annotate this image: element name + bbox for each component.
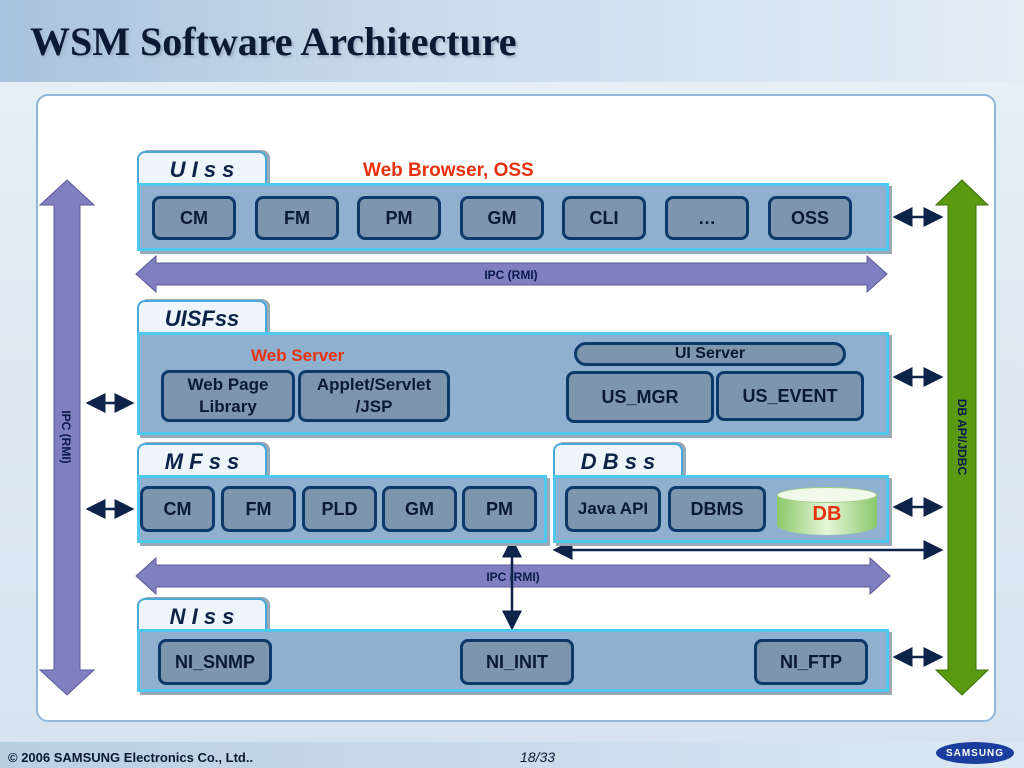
uiss-module-ellipsis: … bbox=[665, 196, 749, 240]
uiss-module-cm: CM bbox=[152, 196, 236, 240]
dbms-box: DBMS bbox=[668, 486, 766, 532]
uiss-module-gm: GM bbox=[460, 196, 544, 240]
mfss-module-fm: FM bbox=[221, 486, 296, 532]
uiss-module-oss: OSS bbox=[768, 196, 852, 240]
header-background bbox=[0, 0, 1024, 82]
tab-dbss: D B s s bbox=[553, 443, 683, 479]
uiss-module-cli: CLI bbox=[562, 196, 646, 240]
niss-module-init: NI_INIT bbox=[460, 639, 574, 685]
tab-mfss: M F s s bbox=[137, 443, 267, 479]
ui-server-box: UI Server bbox=[574, 342, 846, 366]
footer-background bbox=[0, 742, 1024, 768]
mfss-module-cm: CM bbox=[140, 486, 215, 532]
db-cylinder-top bbox=[777, 487, 877, 503]
tab-uisfss: UISFss bbox=[137, 300, 267, 336]
niss-module-ftp: NI_FTP bbox=[754, 639, 868, 685]
us-mgr-box: US_MGR bbox=[566, 371, 714, 423]
db-api-label: DB API/JDBC bbox=[955, 399, 969, 476]
db-cylinder: DB bbox=[777, 487, 877, 537]
samsung-logo: SAMSUNG bbox=[936, 742, 1014, 764]
ipc-top-label: IPC (RMI) bbox=[484, 268, 537, 282]
ipc-top-arrow bbox=[135, 254, 888, 294]
mfss-module-pld: PLD bbox=[302, 486, 377, 532]
niss-module-snmp: NI_SNMP bbox=[158, 639, 272, 685]
uiss-module-fm: FM bbox=[255, 196, 339, 240]
java-api-box: Java API bbox=[565, 486, 661, 532]
mfss-module-gm: GM bbox=[382, 486, 457, 532]
db-label: DB bbox=[812, 503, 842, 525]
ipc-left-label: IPC (RMI) bbox=[59, 410, 73, 463]
applet-servlet-box: Applet/Servlet /JSP bbox=[298, 370, 450, 422]
slide-title: WSM Software Architecture bbox=[30, 19, 517, 64]
copyright-text: © 2006 SAMSUNG Electronics Co., Ltd.. bbox=[8, 750, 254, 765]
uiss-module-pm: PM bbox=[357, 196, 441, 240]
tab-uiss: U I s s bbox=[137, 151, 267, 187]
page-number: 18/33 bbox=[520, 749, 556, 765]
web-server-label: Web Server bbox=[251, 346, 345, 365]
web-browser-caption: Web Browser, OSS bbox=[363, 160, 534, 181]
tab-niss: N I s s bbox=[137, 598, 267, 634]
mfss-module-pm: PM bbox=[462, 486, 537, 532]
us-event-box: US_EVENT bbox=[716, 371, 864, 421]
web-page-library-box: Web Page Library bbox=[161, 370, 295, 422]
samsung-logo-text: SAMSUNG bbox=[945, 747, 1005, 759]
ipc-left-arrow bbox=[38, 179, 96, 696]
db-api-arrow bbox=[934, 179, 990, 696]
